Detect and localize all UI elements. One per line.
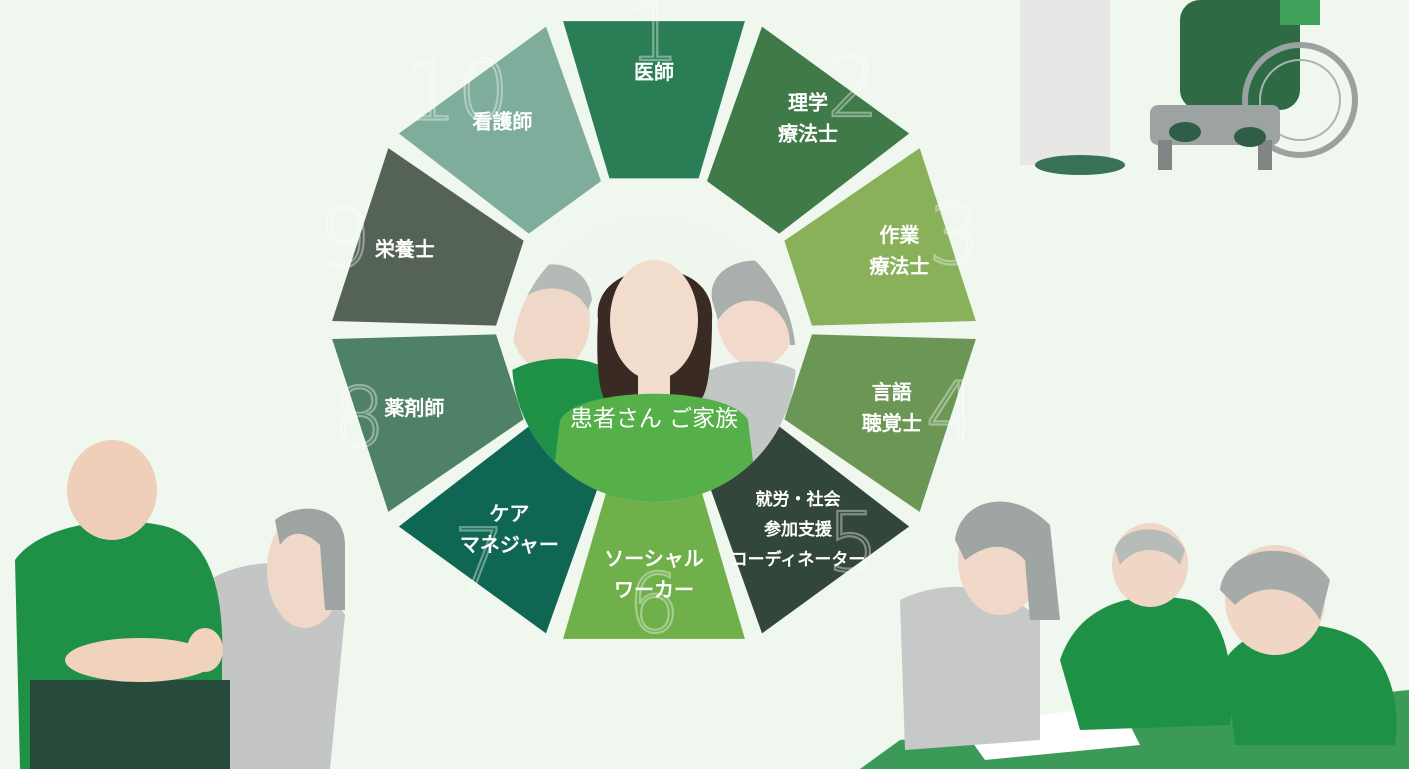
segment-label: 療法士	[778, 122, 838, 146]
segment-label: コーディネーター	[731, 549, 866, 570]
center-circle: 患者さん ご家族	[512, 218, 796, 502]
wheelchair-illustration	[1020, 0, 1358, 175]
segment-wedge	[332, 334, 524, 512]
segment-wedge	[784, 148, 976, 326]
elderly-couple-illustration	[15, 440, 345, 769]
segment-number: 8	[333, 371, 385, 466]
segment-wedge	[563, 481, 745, 639]
segment-label: 聴覚士	[862, 411, 922, 435]
segment-wedge	[563, 21, 745, 179]
segment-number: 6	[628, 557, 680, 652]
segment-wedge	[398, 26, 601, 234]
segment-number: 5	[827, 496, 879, 591]
segment-label: 言語	[872, 380, 912, 404]
segment-number: 10	[405, 44, 509, 139]
segment-number: 3	[928, 188, 980, 283]
segment-number: 7	[453, 512, 505, 607]
segment-label: 就労・社会	[756, 489, 841, 510]
segment-wedge	[784, 334, 976, 512]
segment-label: 栄養士	[374, 237, 435, 261]
segment-wedge	[707, 26, 910, 234]
segment-label: 医師	[634, 60, 674, 84]
segment-label: ケア	[489, 502, 529, 526]
segment-number: 1	[628, 0, 680, 80]
segment-wedge	[398, 426, 601, 634]
segment-label: 理学	[788, 91, 828, 115]
segment-wedge	[332, 148, 524, 326]
segment-label: 看護師	[472, 109, 532, 133]
group-meeting-illustration	[860, 501, 1409, 769]
segment-label: 療法士	[869, 254, 929, 278]
segment-number: 9	[319, 192, 371, 287]
segment-label: 参加支援	[764, 519, 833, 540]
segment-number: 2	[827, 41, 879, 136]
segment-wedge	[707, 426, 910, 634]
center-label: 患者さん ご家族	[570, 406, 738, 432]
segment-label: ワーカー	[614, 578, 694, 602]
segment-label: マネジャー	[460, 533, 559, 557]
segment-1: 1医師	[563, 0, 745, 179]
segment-number: 4	[926, 365, 978, 460]
segment-label: 作業	[879, 223, 920, 247]
segment-label: ソーシャル	[604, 547, 704, 571]
segment-label: 薬剤師	[384, 396, 444, 420]
